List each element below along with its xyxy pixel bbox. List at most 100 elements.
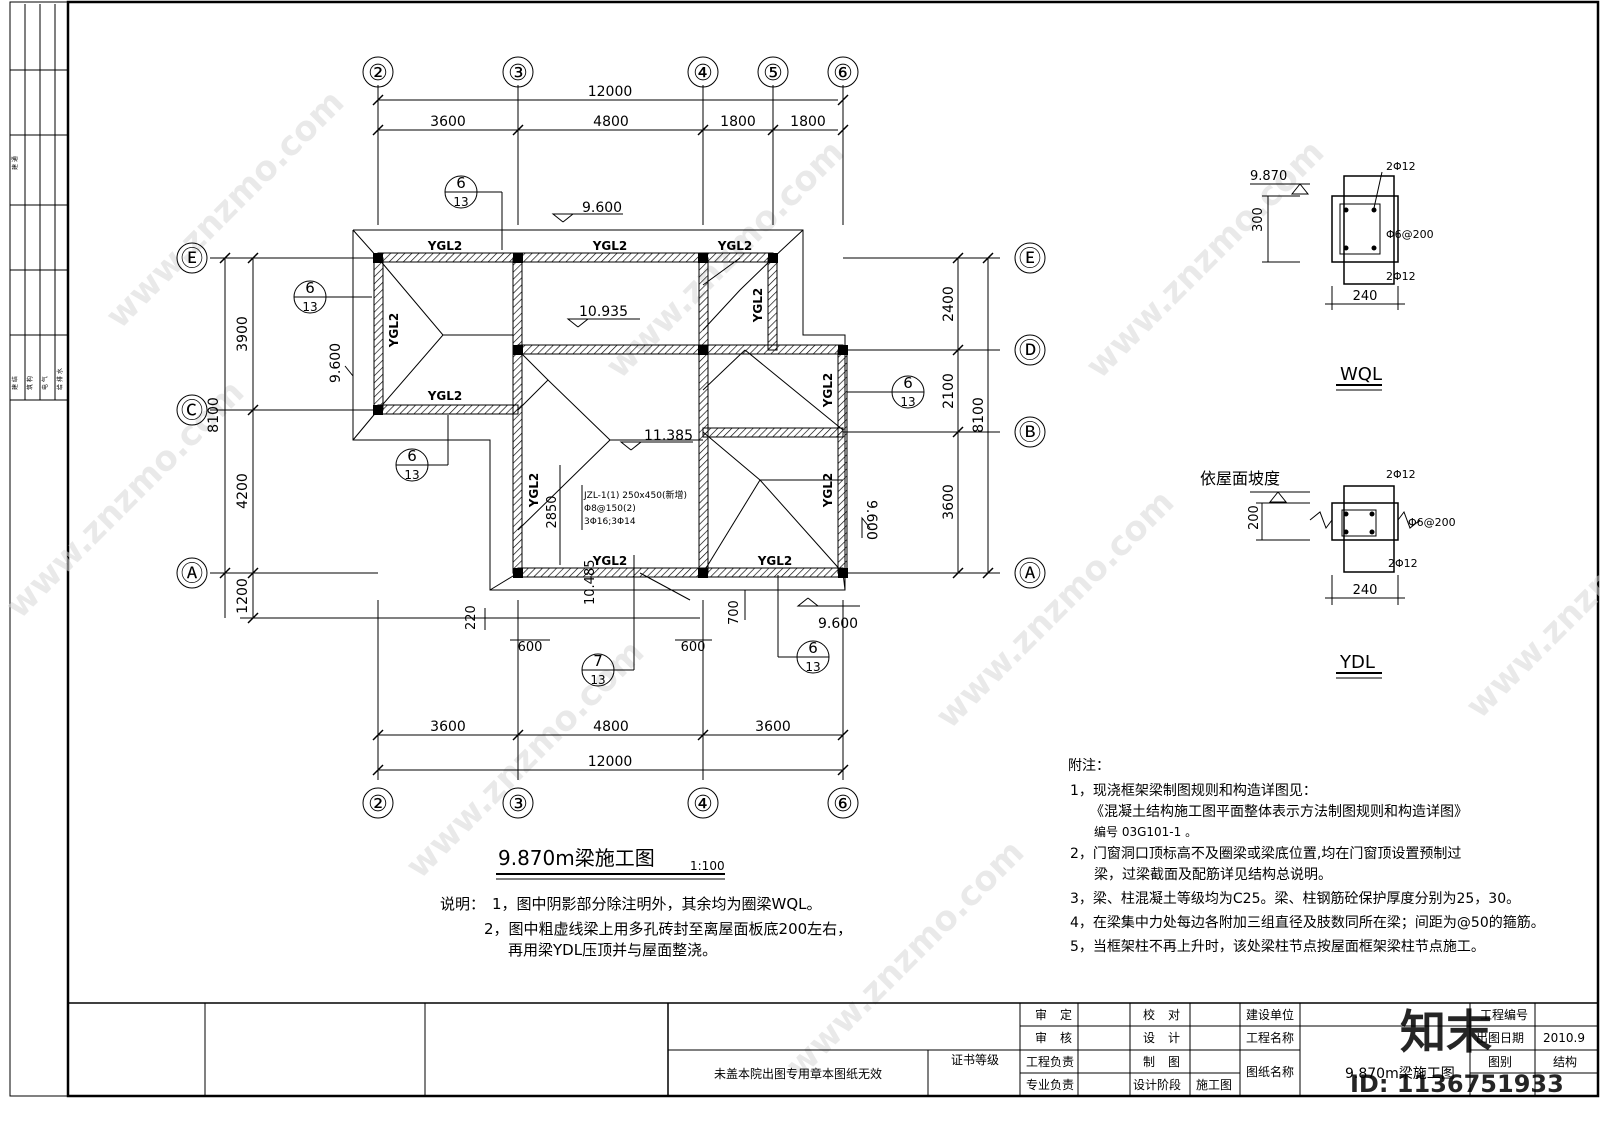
jzl-annotation: JZL-1(1) 250x450(新增) Φ8@150(2) 3Φ16;3Φ14… — [545, 465, 687, 565]
svg-text:12000: 12000 — [588, 754, 633, 770]
svg-text:YGL2: YGL2 — [592, 239, 628, 253]
svg-text:YGL2: YGL2 — [751, 288, 765, 324]
top-dimensions: 12000 3600 4800 1800 1800 — [372, 84, 849, 225]
svg-text:审: 审 — [1035, 1007, 1047, 1022]
section-ydl: 依屋面坡度 200 2Φ12 Φ6@200 2Φ12 240 YDL — [1200, 468, 1456, 679]
svg-text:13: 13 — [900, 395, 915, 409]
svg-text:Φ6@200: Φ6@200 — [1408, 516, 1456, 529]
svg-text:3600: 3600 — [430, 719, 466, 735]
svg-text:再用梁YDL压顶并与屋面整浇。: 再用梁YDL压顶并与屋面整浇。 — [508, 941, 717, 959]
elevation-markers: 9.600 10.935 11.385 9.600 9.600 9.600 10… — [328, 200, 879, 632]
svg-text:2010.9: 2010.9 — [1543, 1031, 1585, 1045]
svg-text:电 气: 电 气 — [41, 376, 49, 390]
svg-text:制: 制 — [1143, 1055, 1155, 1069]
detail-refs: 6 13 6 13 6 13 6 13 7 13 — [293, 174, 925, 687]
svg-text:4，在梁集中力处每边各附加三组直径及肢数同所在梁；间距为@5: 4，在梁集中力处每边各附加三组直径及肢数同所在梁；间距为@50的箍筋。 — [1070, 914, 1545, 931]
svg-text:2Φ12: 2Φ12 — [1386, 270, 1416, 283]
svg-text:4800: 4800 — [593, 719, 629, 735]
svg-text:工程名称: 工程名称 — [1246, 1030, 1294, 1045]
svg-text:工程负责: 工程负责 — [1026, 1054, 1074, 1069]
svg-text:10.485: 10.485 — [583, 560, 598, 606]
axis-bubbles-right: Ⓔ Ⓓ Ⓑ Ⓐ — [1014, 242, 1046, 589]
axis-bubbles-bottom: ② ③ ④ ⑥ — [362, 787, 859, 819]
svg-text:设: 设 — [1143, 1031, 1155, 1045]
svg-text:Ⓐ: Ⓐ — [1019, 562, 1041, 587]
svg-text:专业负责: 专业负责 — [1026, 1077, 1074, 1092]
svg-text:2Φ12: 2Φ12 — [1386, 160, 1416, 173]
svg-text:YGL2: YGL2 — [527, 473, 541, 509]
svg-text:③: ③ — [508, 792, 528, 817]
svg-text:4200: 4200 — [235, 473, 251, 509]
svg-text:200: 200 — [1247, 505, 1262, 530]
svg-text:9.870: 9.870 — [1250, 169, 1287, 184]
svg-text:工程编号: 工程编号 — [1480, 1007, 1528, 1022]
svg-text:9.870m梁施工图: 9.870m梁施工图 — [1345, 1066, 1455, 1082]
svg-text:未盖本院出图专用章本图纸无效: 未盖本院出图专用章本图纸无效 — [714, 1066, 882, 1081]
svg-text:9.600: 9.600 — [863, 500, 879, 540]
svg-text:②: ② — [368, 61, 388, 86]
svg-text:出图日期: 出图日期 — [1476, 1031, 1524, 1045]
svg-text:ID: 1136751933: ID: 1136751933 — [1350, 1070, 1564, 1098]
svg-text:1200: 1200 — [235, 578, 251, 614]
svg-text:2Φ12: 2Φ12 — [1386, 468, 1416, 481]
svg-text:240: 240 — [1353, 289, 1378, 304]
svg-text:Ⓔ: Ⓔ — [181, 247, 203, 272]
svg-text:《混凝土结构施工图平面整体表示方法制图规则和构造详图》: 《混凝土结构施工图平面整体表示方法制图规则和构造详图》 — [1090, 804, 1468, 820]
svg-text:4800: 4800 — [593, 114, 629, 130]
svg-text:JZL-1(1) 250x450(新增): JZL-1(1) 250x450(新增) — [583, 489, 687, 501]
svg-text:1800: 1800 — [790, 114, 826, 130]
beams — [373, 252, 848, 578]
svg-text:300: 300 — [1251, 207, 1266, 232]
svg-text:220: 220 — [464, 605, 479, 630]
svg-text:www.znzmo.com: www.znzmo.com — [1078, 132, 1332, 386]
svg-text:②: ② — [368, 792, 388, 817]
svg-text:YGL2: YGL2 — [387, 313, 401, 349]
svg-text:YGL2: YGL2 — [821, 473, 835, 509]
svg-text:6: 6 — [305, 279, 315, 297]
title-block: 未盖本院出图专用章本图纸无效 证书等级 审定 审核 工程负责 专业负责 校对 设… — [68, 1002, 1598, 1096]
svg-text:YGL2: YGL2 — [757, 554, 793, 568]
svg-text:6: 6 — [903, 374, 913, 392]
svg-text:13: 13 — [590, 673, 605, 687]
notes-right: 附注： 1，现浇框架梁制图规则和构造详图见： 《混凝土结构施工图平面整体表示方法… — [1068, 758, 1545, 955]
svg-text:2400: 2400 — [941, 286, 957, 322]
detail-ref-4: 6 13 — [847, 374, 925, 409]
svg-text:附注：: 附注： — [1068, 758, 1110, 774]
svg-text:筑 构: 筑 构 — [26, 376, 34, 390]
svg-text:Ⓑ: Ⓑ — [1019, 421, 1041, 446]
svg-text:10.935: 10.935 — [579, 304, 628, 320]
detail-ref-6: 6 13 — [777, 575, 830, 674]
section-wql: 9.870 300 2Φ12 Φ6@200 2Φ12 240 WQL — [1250, 160, 1434, 391]
svg-text:2，图中粗虚线梁上用多孔砖封至离屋面板底200左右，: 2，图中粗虚线梁上用多孔砖封至离屋面板底200左右， — [484, 920, 852, 938]
svg-text:www.znzmo.com: www.znzmo.com — [778, 832, 1032, 1086]
svg-text:8100: 8100 — [971, 397, 987, 433]
svg-text:2100: 2100 — [941, 373, 957, 409]
svg-text:证书等级: 证书等级 — [951, 1053, 999, 1067]
columns — [373, 253, 848, 578]
svg-text:1，图中阴影部分除注明外，其余均为圈梁WQL。: 1，图中阴影部分除注明外，其余均为圈梁WQL。 — [492, 895, 822, 913]
svg-text:www.znzmo.com: www.znzmo.com — [1458, 472, 1600, 726]
svg-text:9.600: 9.600 — [582, 200, 622, 216]
svg-text:13: 13 — [453, 195, 468, 209]
svg-text:审: 审 — [1035, 1030, 1047, 1045]
bottom-dimensions: 3600 4800 3600 12000 — [372, 600, 849, 780]
svg-text:编号 03G101-1 。: 编号 03G101-1 。 — [1094, 824, 1197, 839]
svg-text:9.600: 9.600 — [818, 616, 858, 632]
svg-text:3600: 3600 — [941, 484, 957, 520]
svg-text:核: 核 — [1060, 1031, 1072, 1045]
svg-text:Ⓓ: Ⓓ — [1019, 339, 1041, 364]
svg-text:图别: 图别 — [1488, 1055, 1512, 1069]
svg-text:设计阶段: 设计阶段 — [1133, 1077, 1181, 1092]
svg-text:③: ③ — [508, 61, 528, 86]
svg-text:240: 240 — [1353, 583, 1378, 598]
svg-text:Ⓐ: Ⓐ — [181, 562, 203, 587]
misc-dims: 220 600 600 700 — [464, 590, 746, 655]
svg-text:13: 13 — [302, 300, 317, 314]
detail-ref-5: 7 13 — [581, 555, 635, 687]
side-strip: 建 通 建 结 筑 构 电 气 给 排 水 — [9, 4, 68, 401]
svg-text:6: 6 — [407, 447, 417, 465]
svg-text:Φ8@150(2): Φ8@150(2) — [584, 504, 636, 514]
svg-text:2Φ12: 2Φ12 — [1388, 557, 1418, 570]
svg-text:Ⓔ: Ⓔ — [1019, 247, 1041, 272]
detail-ref-2: 6 13 — [293, 279, 372, 314]
